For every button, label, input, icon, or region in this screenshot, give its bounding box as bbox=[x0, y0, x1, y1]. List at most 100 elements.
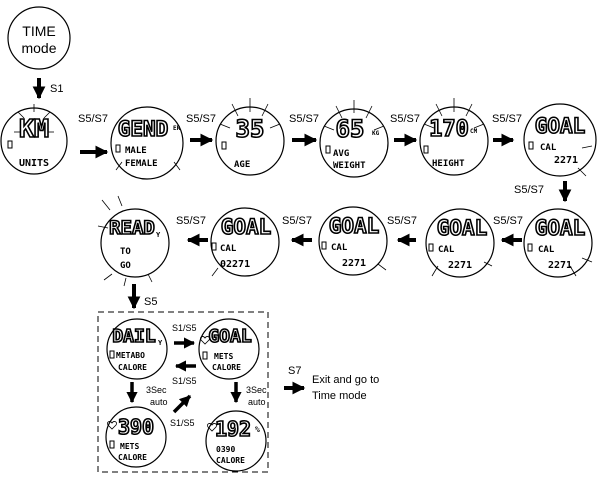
blink-rays-icon bbox=[431, 261, 493, 277]
screen-age: 35 AGE bbox=[215, 98, 285, 176]
arrow-label-s5s7: S5/S7 bbox=[493, 215, 523, 227]
heart-icon bbox=[207, 423, 217, 432]
arrow-s5s7-3: S5/S7 bbox=[289, 113, 319, 147]
goal-line2: 2271 bbox=[342, 258, 366, 269]
screen-goal-mets: GOAL METS CALORE bbox=[198, 318, 260, 380]
unit-marker-icon bbox=[7, 140, 13, 149]
screen-goal-4: GOAL CAL 2271 bbox=[318, 206, 388, 276]
blink-rays-icon bbox=[115, 161, 181, 171]
blink-rays-icon bbox=[377, 263, 387, 271]
ready-line1: TO bbox=[120, 247, 131, 257]
arrow-s7-exit: S7 bbox=[284, 365, 306, 395]
goal-line2: 2271 bbox=[448, 260, 472, 271]
screen-value-192: 192 % 0390 CALORE bbox=[205, 410, 267, 472]
ready-line2: GO bbox=[120, 261, 131, 271]
unit-marker-icon bbox=[221, 141, 227, 150]
exit-text-line1: Exit and go to bbox=[312, 374, 379, 386]
daily-title: DAIL bbox=[112, 326, 156, 347]
unit-marker-icon bbox=[109, 350, 115, 359]
goal-line1: CAL bbox=[438, 245, 455, 255]
arrow-s1s5-right: S1/S5 bbox=[172, 323, 197, 349]
unit-marker-icon bbox=[115, 144, 121, 153]
unit-marker-icon bbox=[211, 242, 217, 251]
arrow-label-s1s5: S1/S5 bbox=[170, 418, 195, 428]
arrow-label-3sec: 3Sec bbox=[246, 385, 267, 395]
age-value: 35 bbox=[236, 115, 265, 143]
arrow-label-s5s7: S5/S7 bbox=[282, 215, 312, 227]
screen-goal-3: GOAL CAL 2271 bbox=[425, 208, 495, 278]
goal-line1: CAL bbox=[540, 143, 557, 153]
goal-mets-line1: METS bbox=[214, 352, 233, 361]
value-192-number: 192 bbox=[215, 417, 251, 441]
screen-height: 170 CM HEIGHT bbox=[419, 98, 489, 176]
arrow-label-s5s7: S5/S7 bbox=[78, 113, 108, 125]
arrow-s1s5-diag: S1/S5 bbox=[170, 394, 195, 428]
blink-rays-icon bbox=[423, 98, 485, 129]
arrow-label-s1s5: S1/S5 bbox=[172, 323, 197, 333]
goal-title: GOAL bbox=[535, 216, 586, 240]
screen-gender: GEND ER MALE FEMALE bbox=[110, 106, 184, 180]
arrow-s5s7-2: S5/S7 bbox=[186, 113, 216, 147]
weight-value: 65 bbox=[336, 115, 365, 143]
units-value: KM bbox=[19, 114, 49, 143]
blink-rays-icon bbox=[211, 267, 219, 277]
arrow-s5s7-down: S5/S7 bbox=[514, 181, 572, 203]
time-mode-label-1: TIME bbox=[22, 23, 55, 39]
ready-sup: Y bbox=[156, 231, 161, 239]
arrow-label-s5s7: S5/S7 bbox=[390, 113, 420, 125]
screen-daily: DAIL Y METABO CALORE bbox=[106, 318, 168, 380]
exit-text-line2: Time mode bbox=[312, 390, 367, 402]
units-label: UNITS bbox=[19, 158, 49, 169]
weight-line2: WEIGHT bbox=[333, 161, 366, 171]
weight-sup: KG bbox=[372, 130, 380, 137]
arrow-label-s5s7: S5/S7 bbox=[176, 215, 206, 227]
goal-mets-line2: CALORE bbox=[212, 363, 241, 372]
blink-rays-icon bbox=[577, 145, 593, 177]
value-192-line1: 0390 bbox=[216, 445, 235, 454]
gender-line1: MALE bbox=[125, 146, 147, 156]
arrow-s5s7-1: S5/S7 bbox=[78, 113, 109, 159]
unit-marker-icon bbox=[428, 243, 434, 252]
value-192-line2: CALORE bbox=[216, 456, 245, 465]
daily-line1: METABO bbox=[116, 351, 145, 360]
arrow-label-s7: S7 bbox=[288, 365, 301, 377]
arrow-label-s5s7: S5/S7 bbox=[492, 113, 522, 125]
age-label: AGE bbox=[234, 160, 250, 170]
arrow-label-s1s5: S1/S5 bbox=[172, 376, 197, 386]
training-mode-group bbox=[97, 311, 269, 473]
arrow-s5s7-7: S5/S7 bbox=[387, 215, 417, 247]
goal-line1: CAL bbox=[220, 244, 237, 254]
screen-ready: READ Y TO GO bbox=[97, 195, 170, 287]
height-value: 170 bbox=[429, 117, 469, 142]
value-390-line1: METS bbox=[120, 442, 139, 451]
goal-line1: CAL bbox=[538, 245, 555, 255]
arrow-s5s7-6: S5/S7 bbox=[493, 215, 523, 247]
arrow-label-3sec: 3Sec bbox=[146, 385, 167, 395]
value-390-number: 390 bbox=[118, 415, 154, 439]
arrow-label-s5s7: S5/S7 bbox=[514, 184, 544, 196]
arrow-s5: S5 bbox=[127, 284, 157, 310]
goal-line2: 02271 bbox=[220, 259, 250, 270]
arrow-s5s7-4: S5/S7 bbox=[390, 113, 420, 147]
unit-marker-icon bbox=[109, 440, 115, 449]
unit-marker-icon bbox=[527, 243, 533, 252]
screen-goal-1: GOAL CAL 2271 bbox=[523, 103, 597, 177]
ready-title: READ bbox=[109, 217, 155, 239]
daily-line2: CALORE bbox=[118, 363, 147, 372]
gender-value: GEND bbox=[118, 117, 169, 141]
height-label: HEIGHT bbox=[432, 159, 465, 169]
arrow-s5s7-5: S5/S7 bbox=[492, 113, 522, 147]
blink-rays-icon bbox=[97, 195, 153, 287]
heart-icon bbox=[200, 336, 210, 345]
unit-marker-icon bbox=[202, 351, 208, 360]
value-390-line2: CALORE bbox=[118, 453, 147, 462]
daily-sup: Y bbox=[158, 339, 163, 347]
arrow-s5s7-9: S5/S7 bbox=[176, 215, 208, 247]
arrow-s1s5-left: S1/S5 bbox=[172, 360, 197, 386]
screen-value-390: 390 METS CALORE bbox=[105, 406, 167, 468]
goal-title: GOAL bbox=[535, 114, 586, 138]
gender-sup: ER bbox=[173, 125, 181, 132]
weight-line1: AVG bbox=[333, 149, 349, 159]
unit-marker-icon bbox=[528, 141, 534, 150]
